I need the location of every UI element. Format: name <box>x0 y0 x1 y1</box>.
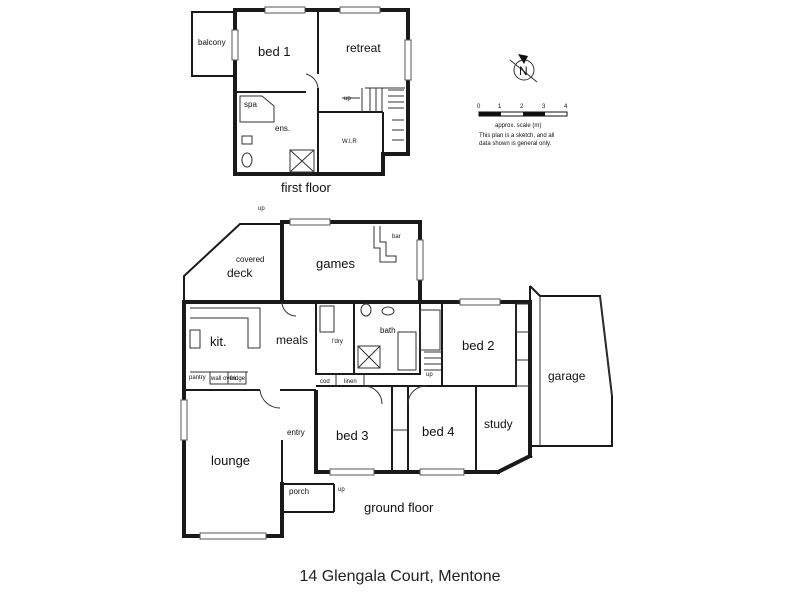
bed2-outline <box>441 302 517 387</box>
stair-up-label-first: up <box>344 96 351 102</box>
window <box>199 532 267 540</box>
garage-door-line <box>599 295 613 397</box>
room-label-study: study <box>484 417 513 431</box>
garage-outline <box>529 285 613 447</box>
door-swing-bed4 <box>407 385 427 405</box>
basin-ground <box>381 306 395 316</box>
toilet-first <box>241 152 253 168</box>
scale-note-line2: data shown is general only. <box>479 141 552 147</box>
kitchen-counter <box>190 307 261 348</box>
door-swing-bed1 <box>305 73 319 89</box>
window <box>419 468 465 476</box>
room-label-lounge: lounge <box>211 453 250 468</box>
window <box>459 298 501 306</box>
window <box>180 399 188 441</box>
stair-up-label-hall: up <box>426 372 433 378</box>
linen-cupboard <box>419 309 441 351</box>
scale-tick-label: 0 <box>477 104 481 110</box>
study-angle-wall <box>495 453 533 475</box>
fridge <box>227 371 247 385</box>
room-label-covered: covered <box>236 255 264 264</box>
room-label-pantry: pantry <box>189 375 206 381</box>
stair-up-label-deck: up <box>258 206 265 212</box>
property-address: 14 Glengala Court, Mentone <box>299 568 501 585</box>
scale-note-line1: This plan is a sketch, and all <box>479 133 554 139</box>
room-label-bed1: bed 1 <box>258 44 291 59</box>
room-label-bath: bath <box>380 326 396 335</box>
toilet-ground <box>360 303 372 317</box>
robe-study <box>515 359 531 387</box>
shower-first <box>289 149 315 173</box>
door-swing-bed3 <box>363 385 383 405</box>
spa-tub <box>239 95 275 123</box>
covered-deck-outline <box>183 223 283 303</box>
window <box>289 218 331 226</box>
window <box>264 6 306 14</box>
robe-bed2 <box>515 303 531 333</box>
room-label-games: games <box>316 256 356 271</box>
room-label-retreat: retreat <box>346 41 381 55</box>
scale-tick-label: 2 <box>520 104 524 110</box>
room-label-bed4: bed 4 <box>422 424 455 439</box>
room-label-ldry: l'dry <box>332 339 343 345</box>
room-label-bed2: bed 2 <box>462 338 495 353</box>
window <box>416 239 424 281</box>
basin-first <box>241 135 253 145</box>
kitchen-counter-inner <box>190 317 260 349</box>
room-label-porch: porch <box>289 487 309 496</box>
stair-up-label-porch: up <box>338 487 345 493</box>
scale-tick-label: 3 <box>542 104 546 110</box>
scale-bar: 0 1 2 3 4 approx. scale (m) This plan is… <box>477 104 568 147</box>
room-label-wall-oven: wall oven <box>210 376 236 382</box>
ground-floor: covered deck games bar kit. meals pantry… <box>180 206 613 540</box>
ground-floor-label: ground floor <box>364 500 434 515</box>
compass-n-letter: N <box>519 64 528 78</box>
room-label-wir: W.I.R <box>342 139 357 145</box>
room-label-ens: ens. <box>275 124 290 133</box>
room-label-kit: kit. <box>210 334 227 349</box>
compass: N <box>509 54 538 83</box>
scale-tick-label: 4 <box>564 104 568 110</box>
bar-counter <box>373 226 397 263</box>
door-swing-lounge <box>259 389 281 409</box>
scale-tick-label: 1 <box>498 104 502 110</box>
room-label-bar: bar <box>392 234 401 240</box>
laundry-trough <box>319 305 335 333</box>
door-swing-deck <box>281 301 297 317</box>
stairs-first <box>342 87 405 141</box>
scale-caption: approx. scale (m) <box>495 123 541 129</box>
room-label-fridge: fridge <box>230 376 246 382</box>
room-label-balcony: balcony <box>198 38 226 47</box>
laundry-outline <box>315 301 355 375</box>
room-label-spa: spa <box>244 100 257 109</box>
window <box>339 6 381 14</box>
window <box>404 39 412 81</box>
room-label-cod: cod <box>320 379 330 385</box>
shower-ground <box>357 345 381 369</box>
bath-outline <box>353 301 421 375</box>
room-label-bed3: bed 3 <box>336 428 369 443</box>
first-floor: balcony bed 1 retreat spa ens. W.I.R up … <box>191 6 412 195</box>
window <box>231 29 239 61</box>
room-label-entry: entry <box>287 428 305 437</box>
cooktop <box>189 329 201 349</box>
window <box>329 468 375 476</box>
room-label-linen: linen <box>344 379 357 385</box>
room-label-deck: deck <box>227 266 253 280</box>
stairs-ground <box>424 351 442 371</box>
bathtub <box>397 331 417 371</box>
room-label-garage: garage <box>548 369 586 383</box>
first-floor-label: first floor <box>281 180 332 195</box>
room-label-meals: meals <box>276 333 308 347</box>
